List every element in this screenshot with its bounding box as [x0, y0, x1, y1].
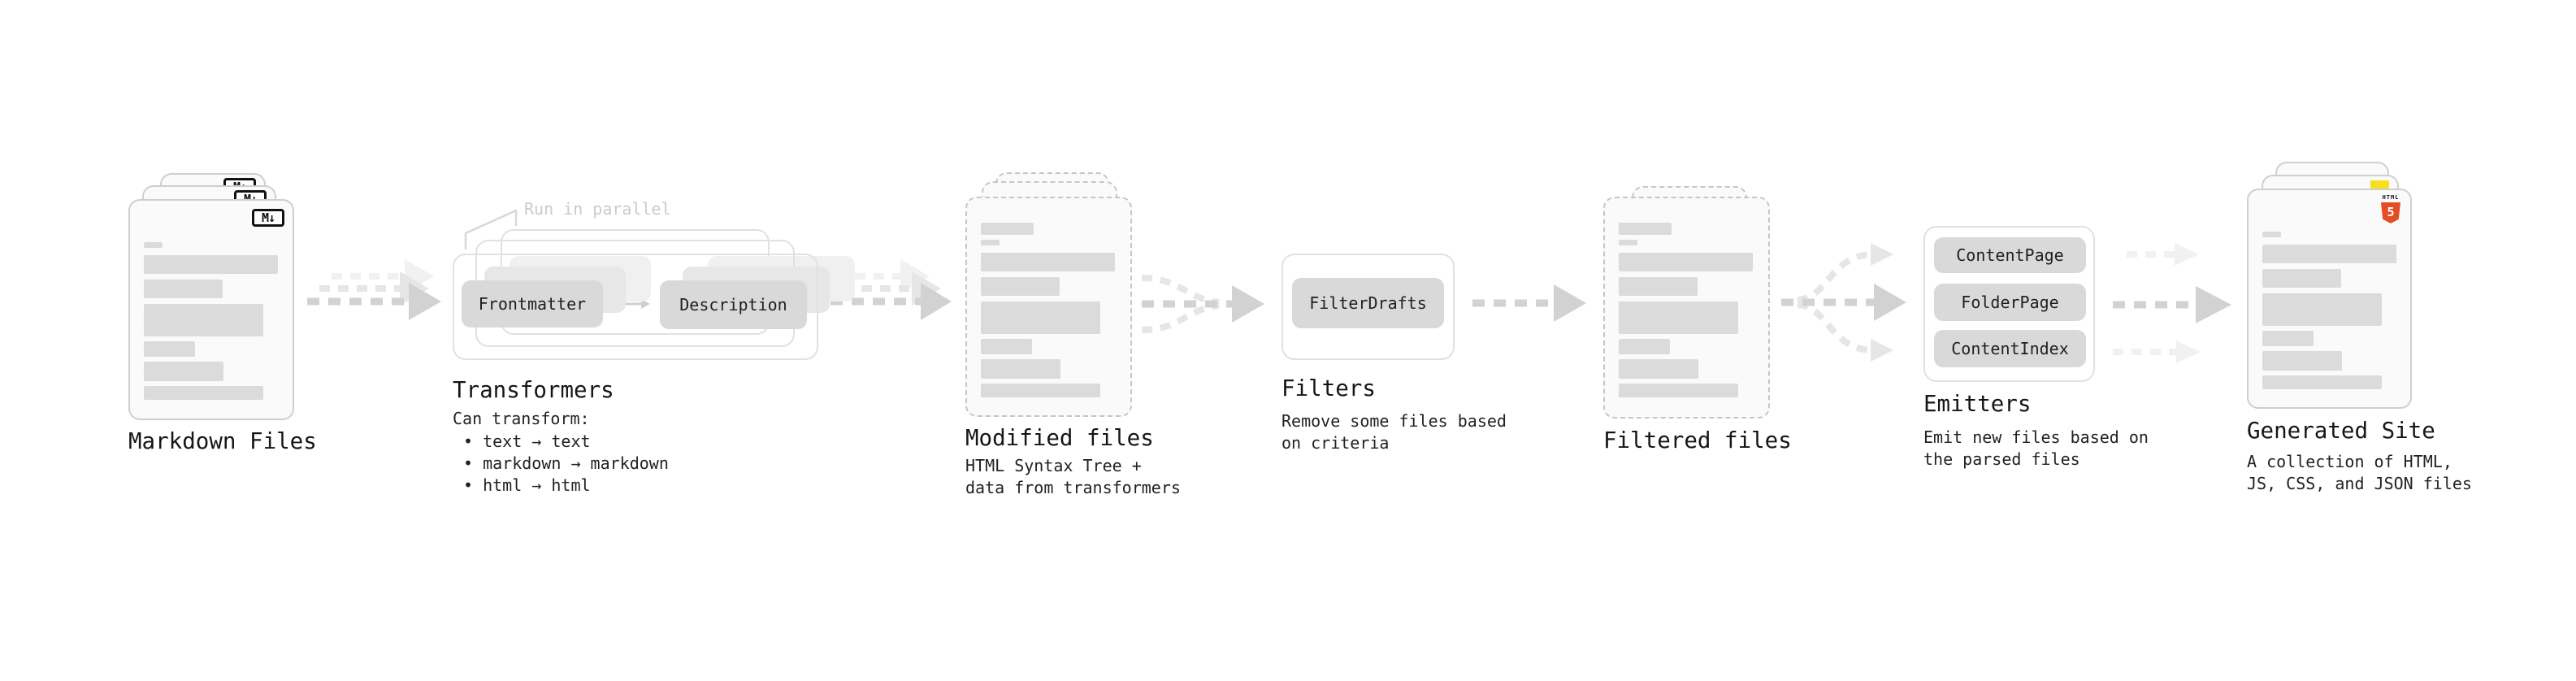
arrow-emitters-to-generated	[2113, 243, 2231, 363]
run-in-parallel-connector	[464, 209, 518, 250]
skeleton-line	[1619, 301, 1738, 334]
pill-frontmatter: Frontmatter	[462, 280, 603, 327]
skeleton-line	[981, 301, 1100, 334]
description-line: the parsed files	[1923, 449, 2080, 469]
description-line: • text → text	[463, 432, 591, 451]
skeleton-line	[144, 362, 223, 381]
run-in-parallel-note: Run in parallel	[524, 199, 671, 219]
stage-title-modified-files: Modified files	[965, 425, 1154, 451]
skeleton-line	[1619, 359, 1698, 379]
stage-title-filters: Filters	[1281, 375, 1376, 401]
skeleton-line	[981, 240, 1000, 245]
description-line: data from transformers	[965, 478, 1181, 497]
stage-title-transformers: Transformers	[453, 377, 614, 403]
skeleton-line	[981, 223, 1034, 235]
transformers-description: Can transform: • text → text • markdown …	[453, 406, 669, 497]
skeleton-line	[1619, 253, 1753, 271]
html5-logo-shield: 5	[2381, 202, 2400, 223]
skeleton-line	[2262, 245, 2396, 263]
skeleton-line	[1619, 384, 1738, 397]
skeleton-line	[2262, 269, 2341, 288]
js-logo-icon	[2370, 180, 2389, 191]
skeleton-line	[981, 339, 1032, 354]
skeleton-line	[1619, 240, 1637, 245]
emitters-box	[1923, 226, 2095, 382]
stage-title-generated-site: Generated Site	[2247, 418, 2435, 444]
filters-box	[1281, 254, 1455, 360]
description-line: Emit new files based on	[1923, 427, 2149, 447]
skeleton-line	[2262, 375, 2382, 389]
skeleton-line	[981, 384, 1100, 397]
skeleton-line	[144, 242, 163, 248]
transformer-box-front	[453, 254, 818, 360]
stage-title-emitters: Emitters	[1923, 391, 2032, 417]
description-line: Remove some files based	[1281, 411, 1507, 431]
arrow-filtered-to-emitters	[1781, 243, 1906, 362]
skeleton-line	[981, 359, 1060, 379]
description-line: A collection of HTML,	[2247, 452, 2452, 471]
stage-title-filtered-files: Filtered files	[1603, 427, 1792, 453]
arrow-modified-to-filters	[1141, 275, 1264, 333]
markdown-logo-icon: M↓	[252, 209, 284, 227]
skeleton-line	[2262, 293, 2382, 326]
generated-site-card: HTML 5	[2247, 189, 2412, 409]
filters-description: Remove some files based on criteria	[1281, 410, 1507, 454]
arrow-filters-to-filtered	[1472, 284, 1586, 322]
description-line: JS, CSS, and JSON files	[2247, 474, 2472, 493]
pill-description: Description	[660, 280, 807, 329]
arrow-transformers-to-modified	[830, 259, 952, 320]
pill-folderpage: FolderPage	[1934, 284, 2086, 321]
description-line: HTML Syntax Tree +	[965, 456, 1142, 475]
modified-file-card	[965, 197, 1132, 417]
skeleton-line	[144, 304, 263, 336]
html5-logo-text: HTML	[2382, 194, 2400, 201]
skeleton-line	[144, 386, 263, 400]
emitters-description: Emit new files based on the parsed files	[1923, 427, 2149, 471]
generated-site-description: A collection of HTML, JS, CSS, and JSON …	[2247, 451, 2472, 495]
modified-files-description: HTML Syntax Tree + data from transformer…	[965, 455, 1181, 499]
html5-logo-icon: HTML 5	[2381, 194, 2400, 223]
description-line: Can transform:	[453, 409, 590, 428]
pill-filterdrafts: FilterDrafts	[1292, 278, 1444, 328]
skeleton-line	[2262, 351, 2342, 371]
description-line: on criteria	[1281, 433, 1390, 453]
skeleton-line	[981, 253, 1115, 271]
stage-title-markdown-files: Markdown Files	[128, 428, 317, 454]
skeleton-line	[981, 277, 1060, 296]
skeleton-line	[144, 280, 223, 298]
markdown-file-card: M↓	[128, 199, 294, 420]
description-line: • markdown → markdown	[463, 453, 669, 473]
skeleton-line	[1619, 277, 1698, 296]
description-line: • html → html	[463, 475, 591, 495]
skeleton-line	[144, 255, 278, 274]
skeleton-line	[2262, 331, 2314, 346]
skeleton-line	[1619, 223, 1672, 235]
skeleton-line	[1619, 339, 1670, 354]
pill-contentpage: ContentPage	[1934, 237, 2086, 273]
skeleton-line	[144, 341, 195, 357]
skeleton-line	[2262, 232, 2281, 237]
arrow-markdown-to-transformers	[307, 259, 441, 320]
pill-contentindex: ContentIndex	[1934, 330, 2086, 367]
filtered-file-card	[1603, 197, 1770, 419]
